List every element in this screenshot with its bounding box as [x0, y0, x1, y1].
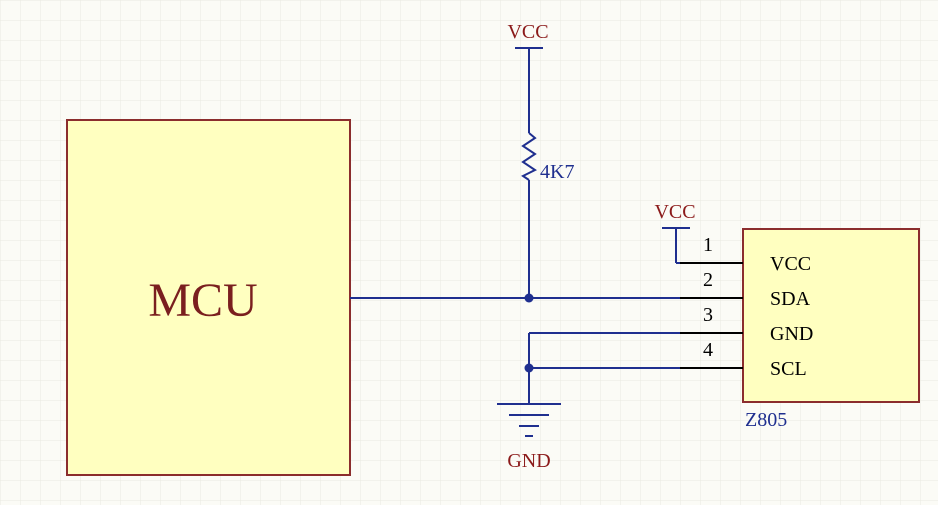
pin-stubs: [680, 262, 743, 369]
pin-number-4: 4: [703, 339, 713, 361]
top-vcc-label: VCC: [507, 21, 548, 43]
pin-name-gnd: GND: [770, 323, 813, 345]
mcu-block[interactable]: [66, 119, 351, 476]
junction-sda: [524, 293, 534, 303]
pin-number-3: 3: [703, 304, 713, 326]
pin-name-scl: SCL: [770, 358, 807, 380]
resistor-symbol[interactable]: [521, 132, 537, 181]
resistor-value: 4K7: [540, 161, 574, 183]
sensor-vcc-label: VCC: [654, 201, 695, 223]
pin-name-vcc: VCC: [770, 253, 811, 275]
pin-name-sda: SDA: [770, 288, 811, 310]
pin-number-1: 1: [703, 234, 713, 256]
ground-symbol: [497, 403, 561, 437]
junction-gnd: [524, 363, 534, 373]
ground-label: GND: [507, 450, 550, 472]
mcu-label: MCU: [148, 274, 257, 327]
pin-number-2: 2: [703, 269, 713, 291]
sensor-block[interactable]: [742, 228, 920, 403]
sensor-designator: Z805: [745, 409, 787, 431]
